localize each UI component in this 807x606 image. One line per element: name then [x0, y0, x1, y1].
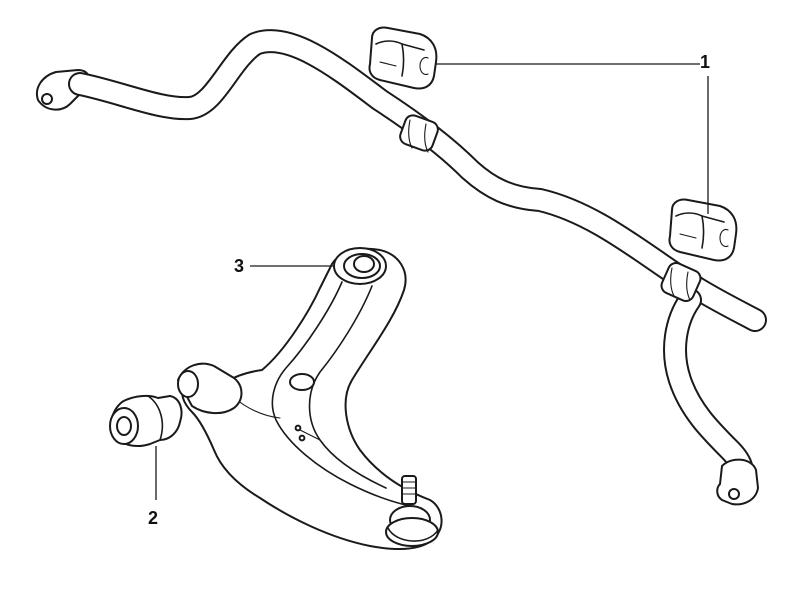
- leader-lines: [155, 63, 709, 500]
- control-arm-bushing: [109, 394, 183, 447]
- callout-2: 2: [148, 508, 159, 528]
- stabilizer-bar: [36, 29, 767, 506]
- control-arm-hole: [289, 373, 315, 391]
- stabilizer-bar-right-end: [716, 458, 759, 506]
- control-arm: [177, 247, 443, 551]
- bar-bushing-collar-right: [660, 262, 702, 302]
- stabilizer-bushing-upper: [368, 26, 438, 90]
- callout-1: 1: [700, 52, 711, 72]
- stabilizer-bar-arm-fill: [665, 290, 752, 490]
- stabilizer-bar-right-eye: [728, 488, 740, 500]
- stabilizer-bar-left-eye: [41, 93, 53, 105]
- callout-3: 3: [234, 256, 245, 276]
- control-arm-front-housing: [333, 247, 387, 285]
- stabilizer-bushing-lower: [668, 198, 738, 262]
- control-arm-rear-tube: [177, 362, 243, 414]
- ball-joint: [385, 475, 439, 547]
- bar-bushing-collar-left: [399, 114, 439, 153]
